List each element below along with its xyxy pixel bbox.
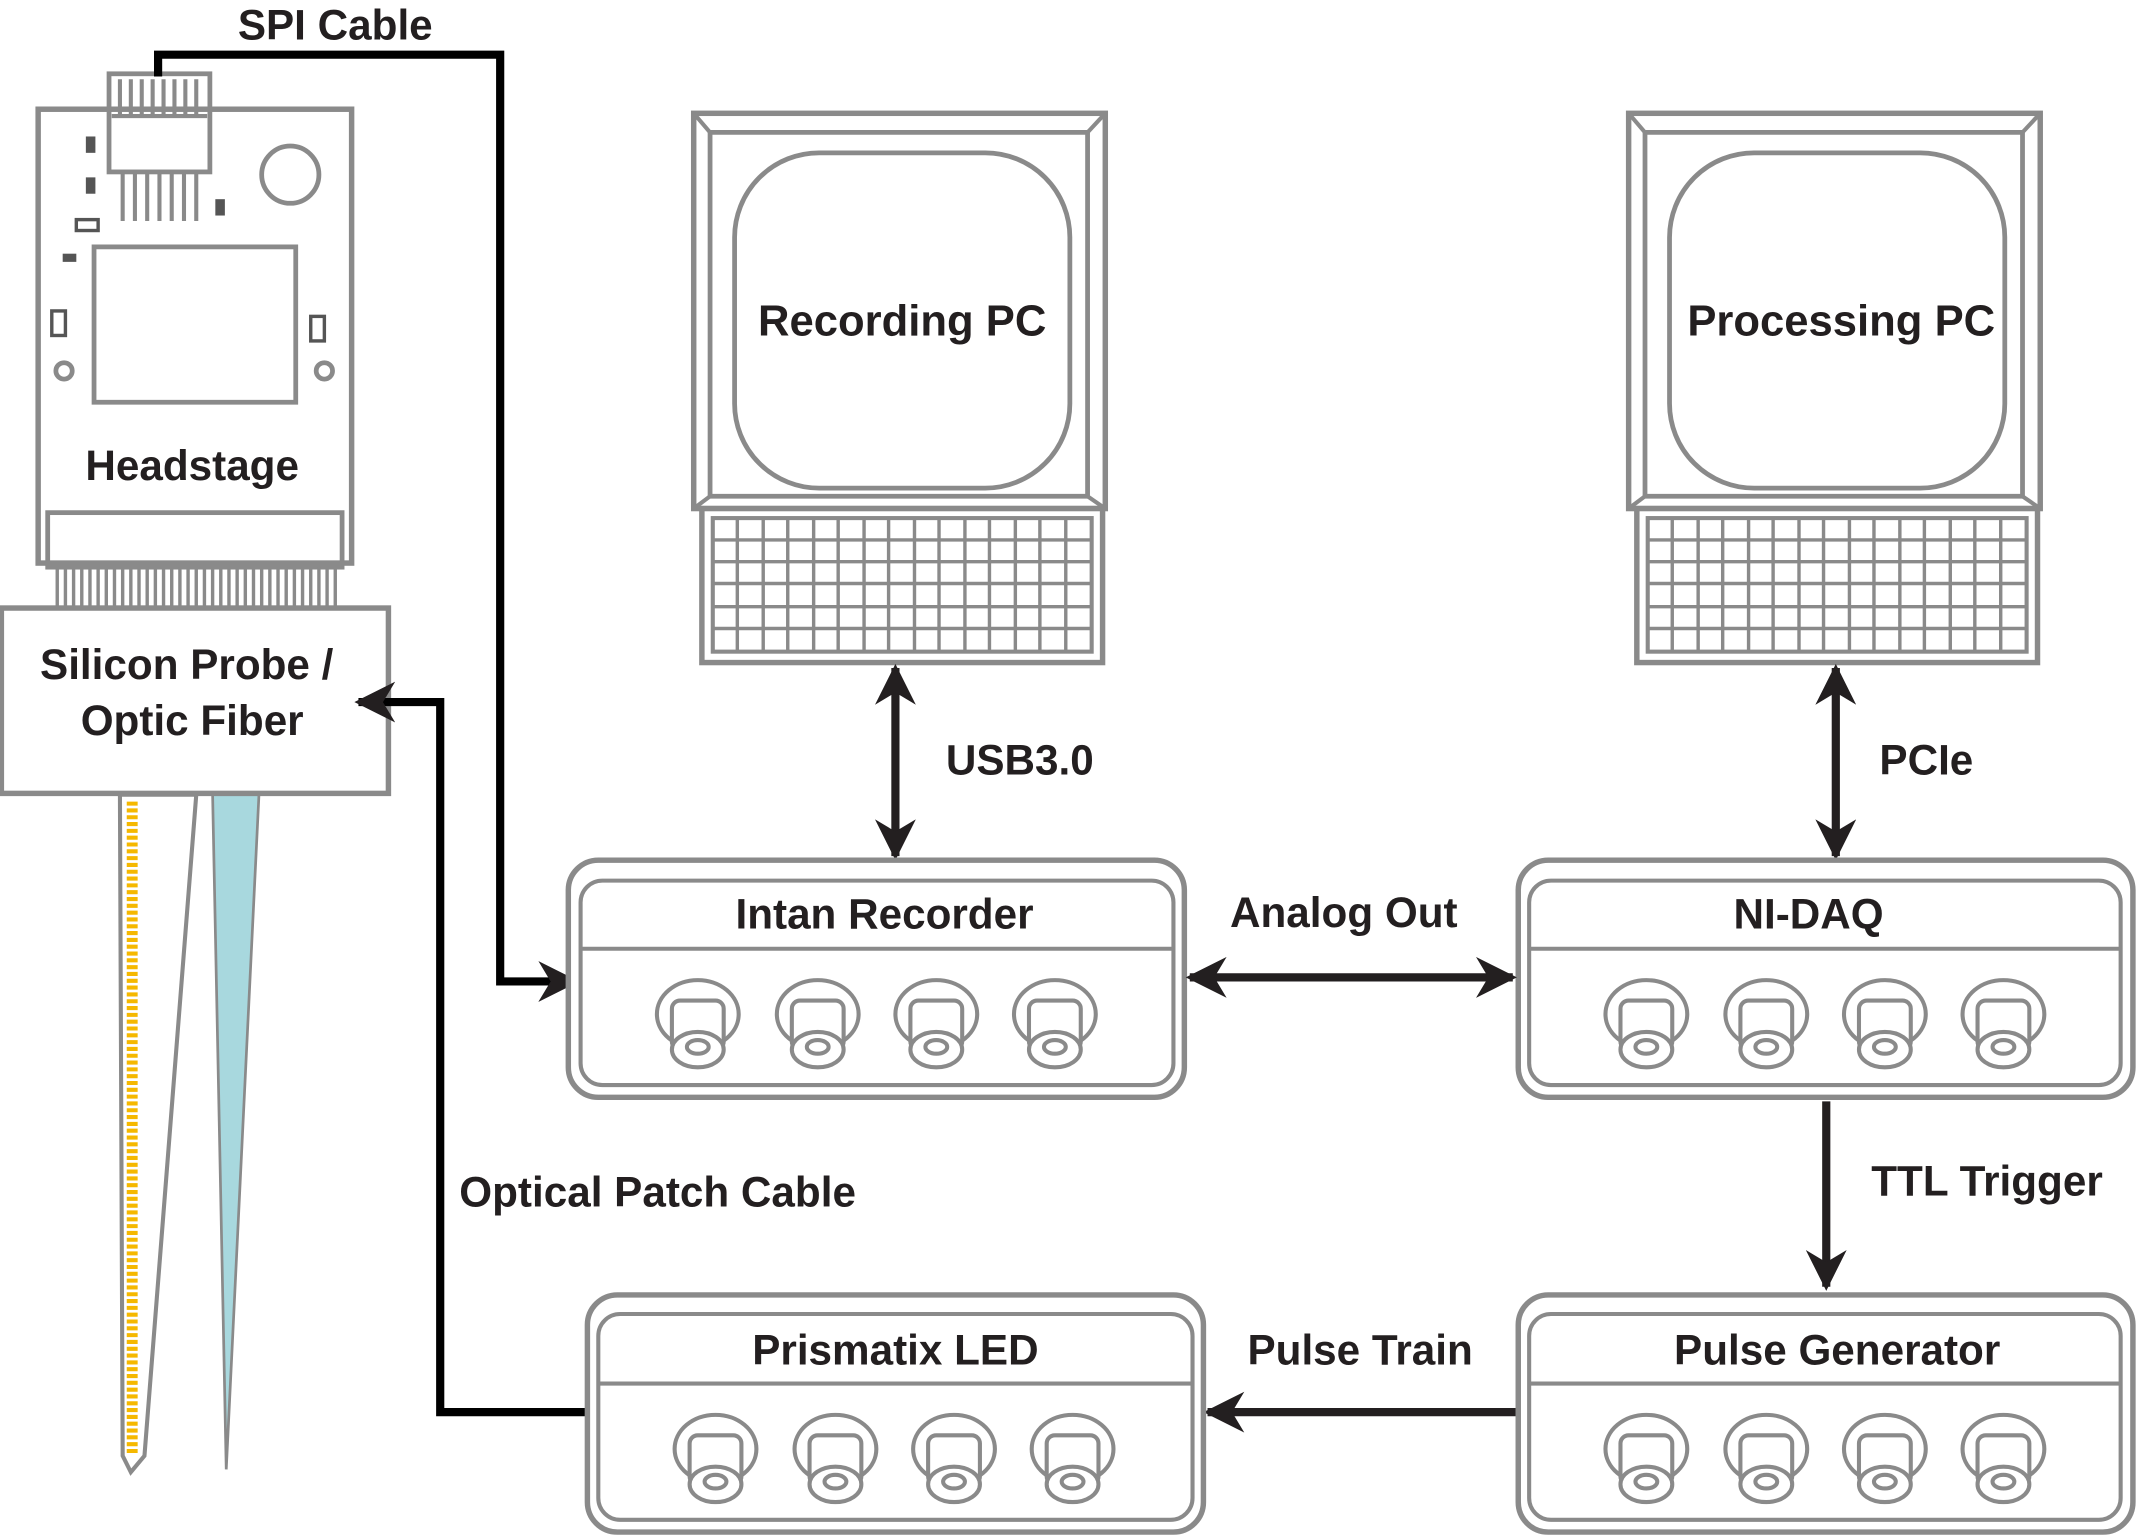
recording-pc-keyboard xyxy=(699,505,1106,666)
intan-label: Intan Recorder xyxy=(735,890,1033,937)
ni-daq: NI-DAQ xyxy=(1515,857,2136,1101)
probe-assembly: Silicon Probe / Optic Fiber xyxy=(0,605,392,1476)
nidaq-label: NI-DAQ xyxy=(1733,890,1883,937)
processing-pc-label: Processing PC xyxy=(1687,297,1995,345)
pcie-label: PCIe xyxy=(1879,736,1973,783)
recording-pc-label: Recording PC xyxy=(758,297,1046,345)
pulse-generator: Pulse Generator xyxy=(1515,1292,2136,1535)
probe-label-line2: Optic Fiber xyxy=(81,697,304,744)
recording-pc-screen xyxy=(732,150,1073,491)
prismatix-led: Prismatix LED xyxy=(584,1292,1207,1535)
headstage-board: Headstage xyxy=(35,71,355,609)
headstage-chip xyxy=(91,244,299,405)
headstage-label: Headstage xyxy=(85,442,299,489)
probe-shank xyxy=(117,792,199,1476)
intan-recorder: Intan Recorder xyxy=(565,857,1188,1101)
processing-pc: Processing PC xyxy=(1625,110,2043,666)
spi-cable-wire xyxy=(154,50,580,1002)
processing-pc-screen xyxy=(1667,150,2008,491)
processing-pc-keyboard xyxy=(1634,505,2041,666)
pulse-generator-bnc-connectors xyxy=(1603,1412,2047,1505)
usb-label: USB3.0 xyxy=(946,736,1094,783)
optic-fiber xyxy=(211,793,261,1470)
prismatix-bnc-connectors xyxy=(672,1412,1116,1505)
analog-out-label: Analog Out xyxy=(1230,889,1458,936)
ttl-trigger-label: TTL Trigger xyxy=(1871,1157,2103,1204)
optical-patch-cable-wire xyxy=(354,681,589,1417)
intan-bnc-connectors xyxy=(654,978,1098,1070)
prismatix-label: Prismatix LED xyxy=(752,1326,1038,1373)
optical-patch-cable-label: Optical Patch Cable xyxy=(459,1168,856,1215)
pulse-generator-label: Pulse Generator xyxy=(1674,1326,2000,1373)
nidaq-bnc-connectors xyxy=(1603,978,2047,1070)
probe-label-line1: Silicon Probe / xyxy=(40,641,334,688)
pulse-train-label: Pulse Train xyxy=(1247,1326,1472,1373)
recording-pc: Recording PC xyxy=(690,110,1109,666)
spi-cable-label: SPI Cable xyxy=(238,2,433,49)
